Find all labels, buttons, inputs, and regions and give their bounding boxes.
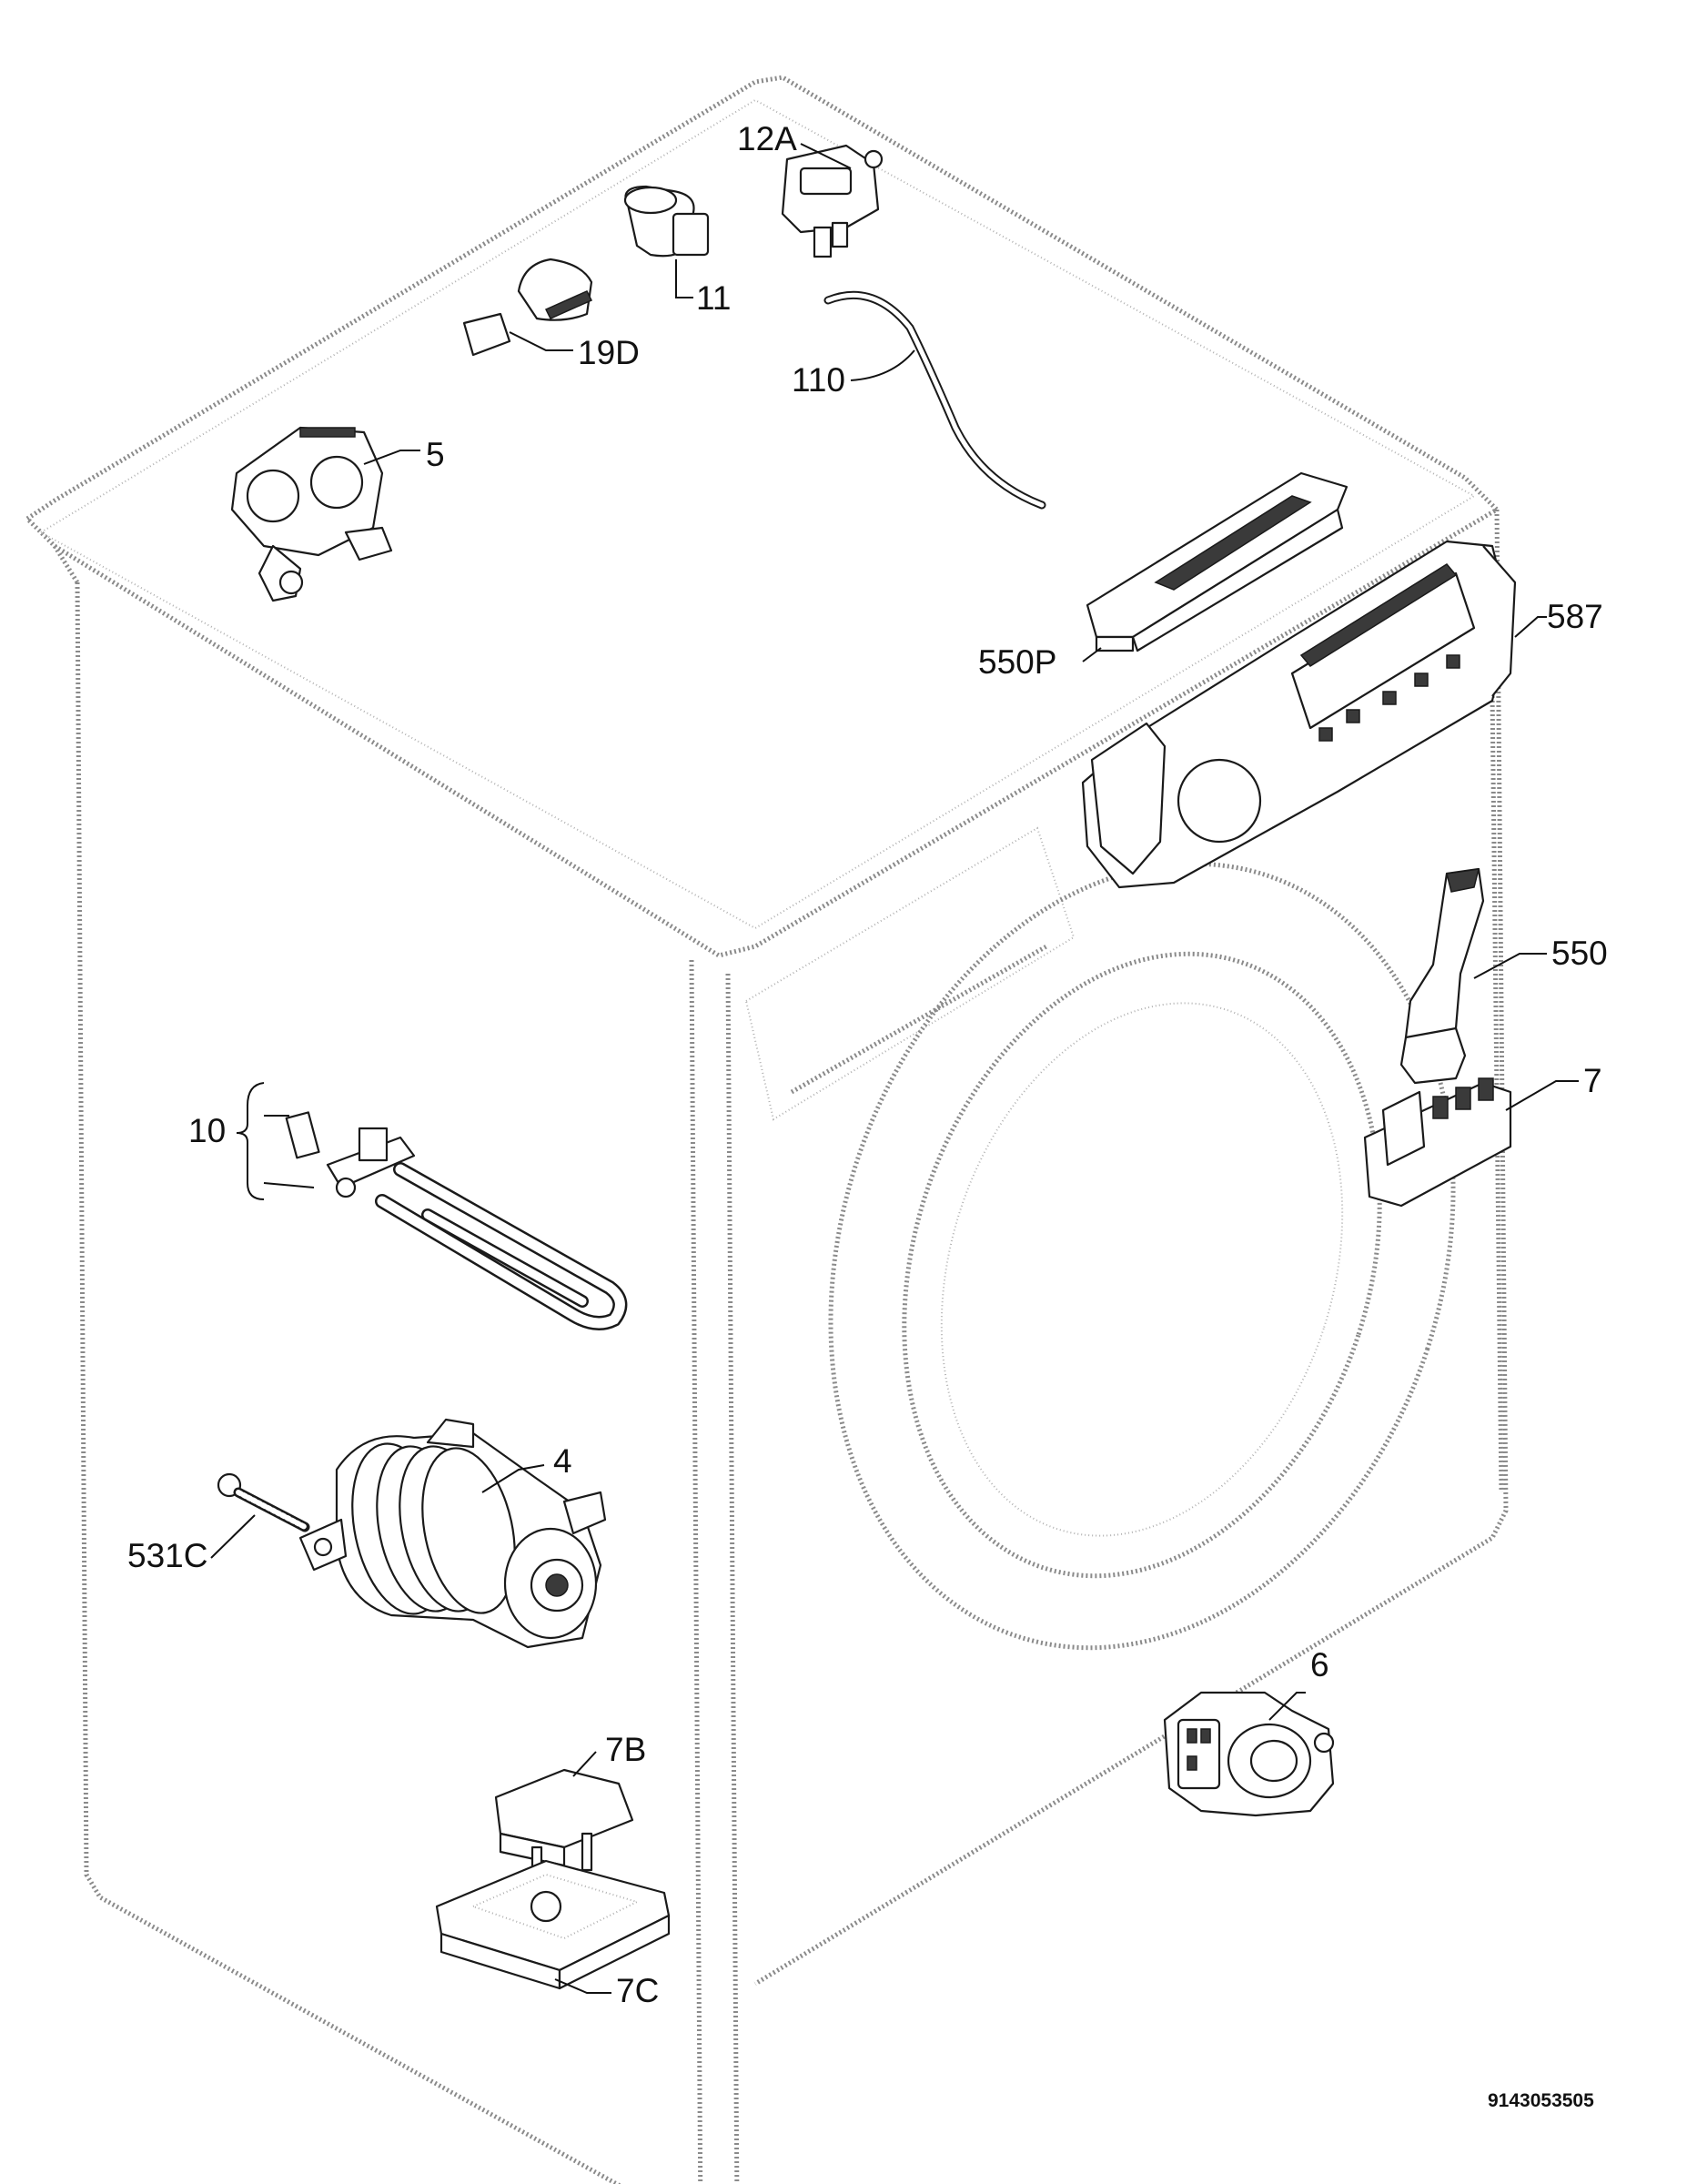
handle-icon bbox=[1399, 867, 1485, 1085]
screw-icon bbox=[217, 1472, 310, 1532]
part-12a: 12A bbox=[737, 120, 884, 258]
part-550: 550 bbox=[1399, 867, 1608, 1085]
tube-icon bbox=[825, 292, 1045, 508]
label-550: 550 bbox=[1551, 935, 1608, 972]
part-4: 4 bbox=[298, 1418, 607, 1649]
label-5: 5 bbox=[426, 436, 445, 473]
part-7c: 7C bbox=[435, 1859, 671, 2009]
label-7b: 7B bbox=[605, 1731, 646, 1768]
label-11: 11 bbox=[696, 279, 731, 317]
valve-icon bbox=[230, 426, 393, 602]
capacitor-icon bbox=[623, 185, 710, 258]
board-icon bbox=[1081, 540, 1517, 889]
switch-icon bbox=[781, 144, 884, 258]
motor-icon bbox=[298, 1418, 607, 1649]
label-550p: 550P bbox=[978, 643, 1056, 681]
cabinet-outline bbox=[24, 75, 1509, 2184]
part-110: 110 bbox=[792, 290, 1046, 510]
clip-icon bbox=[462, 258, 593, 357]
part-19d: 19D bbox=[462, 258, 640, 371]
document-number: 9143053505 bbox=[1488, 2090, 1594, 2111]
lock-icon bbox=[1363, 1077, 1512, 1208]
base-icon bbox=[435, 1859, 671, 1990]
tube-icon bbox=[823, 290, 1046, 510]
part-7: 7 bbox=[1363, 1062, 1602, 1208]
pump-icon bbox=[1163, 1691, 1335, 1817]
part-531c: 531C bbox=[127, 1472, 310, 1574]
heater-icon bbox=[285, 1111, 628, 1330]
part-7b: 7B bbox=[494, 1731, 646, 1886]
label-7: 7 bbox=[1583, 1062, 1602, 1099]
label-4: 4 bbox=[553, 1442, 572, 1480]
label-6: 6 bbox=[1310, 1646, 1329, 1684]
label-531c: 531C bbox=[127, 1537, 207, 1574]
part-6: 6 bbox=[1163, 1646, 1335, 1817]
part-5: 5 bbox=[230, 426, 445, 602]
label-10: 10 bbox=[188, 1112, 226, 1149]
label-110: 110 bbox=[792, 361, 845, 399]
part-587: 587 bbox=[1081, 540, 1603, 889]
part-11: 11 bbox=[623, 185, 731, 317]
part-550p: 550P bbox=[978, 471, 1349, 681]
label-7c: 7C bbox=[616, 1972, 659, 2009]
label-19d: 19D bbox=[578, 334, 640, 371]
part-10: 10 bbox=[188, 1082, 628, 1330]
cover-icon bbox=[1086, 471, 1349, 652]
label-587: 587 bbox=[1547, 598, 1603, 635]
label-12a: 12A bbox=[737, 120, 797, 157]
